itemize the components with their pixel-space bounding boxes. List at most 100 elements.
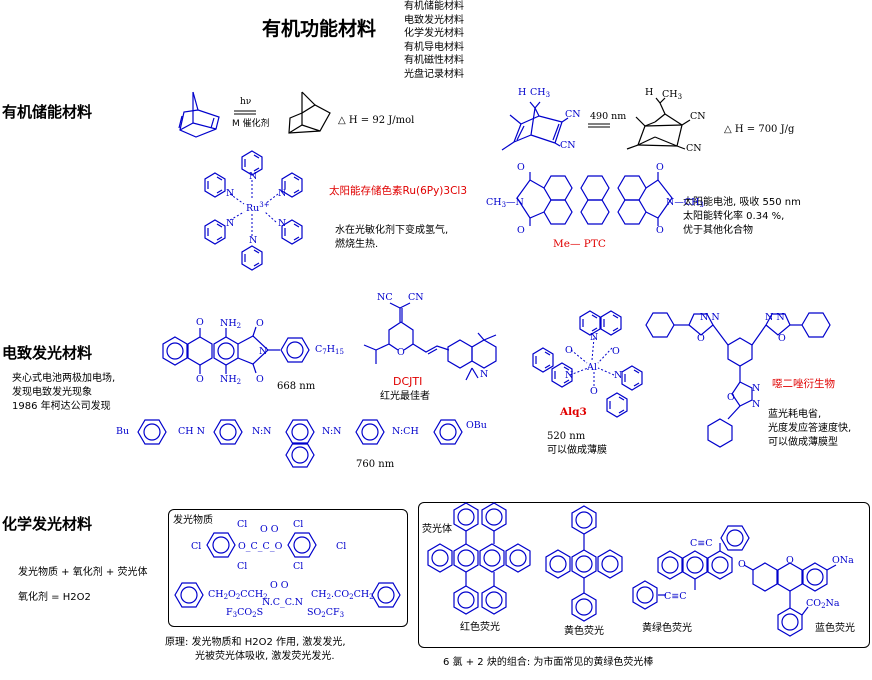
svg-text:N: N xyxy=(752,399,760,410)
toc-item[interactable]: 有机磁性材料 xyxy=(404,55,464,66)
svg-text:N: N xyxy=(278,218,286,229)
svg-text:N: N xyxy=(614,370,622,381)
svg-text:O: O xyxy=(517,225,525,236)
description-line: 太阳能转化率 0.34 %, xyxy=(683,211,785,222)
luminescent-box-label: 发光物质 xyxy=(173,515,213,526)
label-cn: CN xyxy=(560,140,576,151)
description-line: 发现电致发光现象 xyxy=(12,387,92,398)
oxadiazole-description: 蓝光耗电省, 光度发应答速度快, 可以做成薄膜型 xyxy=(768,408,851,450)
svg-text:N: N xyxy=(480,369,488,380)
svg-text:O: O xyxy=(397,347,405,358)
dcjti-note: 红光最佳者 xyxy=(380,391,430,402)
svg-text:Ru3+: Ru3+ xyxy=(246,201,270,214)
perylene-structure: O O O O CH3—N N—CH3 xyxy=(486,162,704,236)
toc-item[interactable]: 有机导电材料 xyxy=(404,41,464,53)
equilibrium-arrow xyxy=(588,123,610,128)
luminescent-substance-box xyxy=(168,509,408,627)
svg-text:N N: N N xyxy=(700,312,720,323)
el-description: 夹心式电池两极加电场, 发现电致发光现象 1986 年柯达公司发现 xyxy=(12,372,115,414)
toc-item[interactable]: 光盘记录材料 xyxy=(404,68,464,80)
dcjti-name: DCJTI xyxy=(393,375,423,388)
anthraquinone-structure: O O NH2 NH2 O O N C7H15 xyxy=(162,317,344,386)
svg-text:N: N xyxy=(249,171,257,182)
equilibrium-arrow xyxy=(234,110,256,115)
fluor-caption-red: 红色荧光 xyxy=(460,622,500,633)
ru-complex-name: 太阳能存储色素Ru(6Py)3Cl3 xyxy=(329,185,468,197)
description-line: 蓝光耗电省, xyxy=(768,409,822,420)
svg-text:CH N: CH N xyxy=(178,426,205,437)
label-h: H xyxy=(518,87,526,98)
svg-text:CN: CN xyxy=(408,292,424,303)
fluor-caption-blue: 蓝色荧光 xyxy=(815,623,855,634)
svg-text:C7H15: C7H15 xyxy=(315,344,344,356)
footnote: 6 氯 + 2 炔的组合: 为市面常见的黄绿色荧光棒 xyxy=(443,657,654,668)
toc-item[interactable]: 电致发光材料 xyxy=(404,14,464,26)
svg-text:O: O xyxy=(196,374,204,385)
description-line: 燃烧生热. xyxy=(335,239,379,250)
description-line: 夹心式电池两极加电场, xyxy=(12,373,116,384)
description-line: 光度发应答速度快, xyxy=(768,423,852,434)
reaction1-arrow-top: hν xyxy=(240,97,252,107)
reaction1-enthalpy: △ H = 92 J/mol xyxy=(338,115,415,126)
svg-text:Bu: Bu xyxy=(116,426,129,437)
svg-text:N: N xyxy=(565,370,573,381)
svg-text:Al: Al xyxy=(586,362,597,373)
description-line: 1986 年柯达公司发现 xyxy=(12,401,111,412)
svg-text:O: O xyxy=(256,318,264,329)
ru-complex-description: 水在光敏化剂下变成氢气, 燃烧生热. xyxy=(335,224,448,252)
svg-text:N: N xyxy=(278,188,286,199)
alq3-info: 520 nm 可以做成薄膜 xyxy=(547,430,607,458)
svg-text:O: O xyxy=(778,333,786,344)
ptc-description: 太阳能电池, 吸收 550 nm 太阳能转化率 0.34 %, 优于其他化合物 xyxy=(683,196,801,238)
svg-text:N: N xyxy=(752,383,760,394)
svg-text:N:N: N:N xyxy=(322,426,342,437)
principle-text: 原理: 发光物质和 H2O2 作用, 激发发光, 光被荧光体吸收, 激发荧光发光… xyxy=(165,636,346,664)
ptc-name: Me— PTC xyxy=(553,238,606,250)
substituted-quadricyclane-structure xyxy=(626,97,691,150)
page-title: 有机功能材料 xyxy=(262,18,377,40)
label-cn: CN xyxy=(686,143,702,154)
svg-text:O: O xyxy=(727,392,735,403)
fluorophore-box-label: 荧光体 xyxy=(422,524,452,535)
label-cn: CN xyxy=(690,111,706,122)
svg-text:O: O xyxy=(256,374,264,385)
alq3-structure: Al N O O N N O xyxy=(532,310,643,418)
svg-text:N: N xyxy=(259,346,267,357)
substituted-norbornadiene-structure xyxy=(501,101,569,151)
svg-text:O: O xyxy=(656,162,664,173)
svg-text:N: N xyxy=(226,188,234,199)
description-line: 优于其他化合物 xyxy=(683,225,753,236)
reaction1-arrow-bottom: M 催化剂 xyxy=(232,119,270,129)
alq3-note: 可以做成薄膜 xyxy=(547,445,607,456)
svg-text:NH2: NH2 xyxy=(220,318,241,330)
label-h: H xyxy=(645,87,653,98)
toc-item[interactable]: 化学发光材料 xyxy=(404,28,464,39)
principle-line: 原理: 发光物质和 H2O2 作用, 激发发光, xyxy=(165,637,346,648)
svg-text:NH2: NH2 xyxy=(220,374,241,386)
svg-text:CH3—N: CH3—N xyxy=(486,197,524,209)
svg-text:O: O xyxy=(517,162,525,173)
anthraquinone-wavelength: 668 nm xyxy=(277,381,316,392)
description-line: 太阳能电池, 吸收 550 nm xyxy=(683,197,801,208)
svg-text:O: O xyxy=(565,345,573,356)
azo-wavelength: 760 nm xyxy=(356,459,395,470)
ru-complex-structure: Ru3+ N N N N N N xyxy=(204,150,303,271)
quadricyclane-structure xyxy=(288,91,331,134)
label-ch3: CH3 xyxy=(530,87,550,99)
alq3-name: Alq3 xyxy=(560,406,587,418)
table-of-contents: 有机储能材料 电致发光材料 化学发光材料 有机导电材料 有机磁性材料 光盘记录材… xyxy=(404,0,464,81)
norbornadiene-structure xyxy=(178,91,220,138)
svg-text:O: O xyxy=(656,225,664,236)
svg-text:N:N: N:N xyxy=(252,426,272,437)
chem-formula-2: 氧化剂 = H2O2 xyxy=(18,592,91,603)
description-line: 可以做成薄膜型 xyxy=(768,437,838,448)
toc-item[interactable]: 有机储能材料 xyxy=(404,1,464,12)
svg-text:N: N xyxy=(226,218,234,229)
svg-text:N:CH: N:CH xyxy=(392,426,419,437)
reaction2-arrow-top: 490 nm xyxy=(590,111,627,122)
description-line: 水在光敏化剂下变成氢气, xyxy=(335,225,449,236)
svg-text:O: O xyxy=(196,317,204,328)
oxadiazole-name: 噁二唑衍生物 xyxy=(772,378,835,390)
section-heading-storage: 有机储能材料 xyxy=(2,103,93,121)
svg-text:N N: N N xyxy=(765,312,785,323)
